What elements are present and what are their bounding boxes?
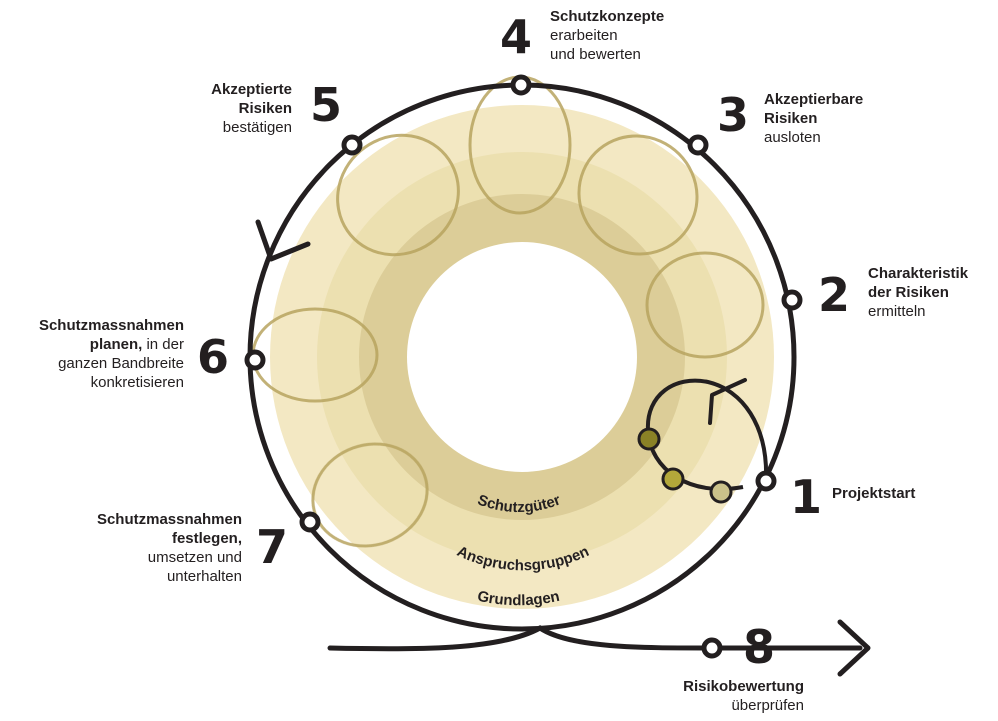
step-text-6b: konkretisieren	[39, 373, 184, 392]
step-title-6b: planen,	[90, 336, 143, 353]
step-number-2: 2	[818, 272, 850, 318]
step-text-7: umsetzen und	[97, 548, 242, 567]
step-text-3: ausloten	[764, 128, 863, 147]
step-number-7: 7	[256, 524, 288, 570]
step-label-6: Schutzmassnahmen planen, in der ganzen B…	[39, 316, 184, 392]
step-label-4: Schutzkonzepte erarbeiten und bewerten	[550, 7, 664, 64]
step-title-3b: Risiken	[764, 109, 863, 128]
step-title-3: Akzeptierbare	[764, 90, 863, 109]
step-label-2: Charakteristik der Risiken ermitteln	[868, 264, 968, 321]
step-number-1: 1	[790, 474, 822, 520]
step-number-8: 8	[743, 624, 775, 670]
step-text-6-inline: in der	[142, 336, 184, 353]
step-text-4: erarbeiten	[550, 26, 664, 45]
exit-path	[330, 628, 860, 649]
step-title-5b: Risiken	[211, 99, 292, 118]
step-text-2: ermitteln	[868, 302, 968, 321]
progress-dot	[639, 429, 659, 449]
step-node-6	[247, 352, 263, 368]
step-node-5	[344, 137, 360, 153]
step-number-5: 5	[310, 82, 342, 128]
step-label-7: Schutzmassnahmen festlegen, umsetzen und…	[97, 510, 242, 586]
step-node-8	[704, 640, 720, 656]
step-title-5: Akzeptierte	[211, 80, 292, 99]
step-text-4b: und bewerten	[550, 45, 664, 64]
step-title-8: Risikobewertung	[683, 677, 804, 696]
step-title-7: Schutzmassnahmen	[97, 510, 242, 529]
step-number-6: 6	[197, 334, 229, 380]
step-title-7b: festlegen,	[97, 529, 242, 548]
step-text-7b: unterhalten	[97, 567, 242, 586]
step-node-1	[758, 473, 774, 489]
step-label-8: Risikobewertung überprüfen	[683, 677, 804, 715]
step-text-5: bestätigen	[211, 118, 292, 137]
step-text-8: überprüfen	[683, 696, 804, 715]
step-label-3: Akzeptierbare Risiken ausloten	[764, 90, 863, 147]
step-node-4	[513, 77, 529, 93]
step-title-2b: der Risiken	[868, 283, 968, 302]
step-number-3: 3	[717, 92, 749, 138]
step-node-3	[690, 137, 706, 153]
step-title-1: Projektstart	[832, 484, 915, 503]
step-node-7	[302, 514, 318, 530]
step-label-1: Projektstart	[832, 484, 915, 503]
step-node-2	[784, 292, 800, 308]
step-number-4: 4	[500, 14, 532, 60]
step-title-6: Schutzmassnahmen	[39, 316, 184, 335]
donut-hole	[407, 242, 637, 472]
step-title-2: Charakteristik	[868, 264, 968, 283]
progress-dot	[663, 469, 683, 489]
step-title-4: Schutzkonzepte	[550, 7, 664, 26]
step-text-6: ganzen Bandbreite	[39, 354, 184, 373]
step-label-5: Akzeptierte Risiken bestätigen	[211, 80, 292, 137]
progress-dot	[711, 482, 731, 502]
